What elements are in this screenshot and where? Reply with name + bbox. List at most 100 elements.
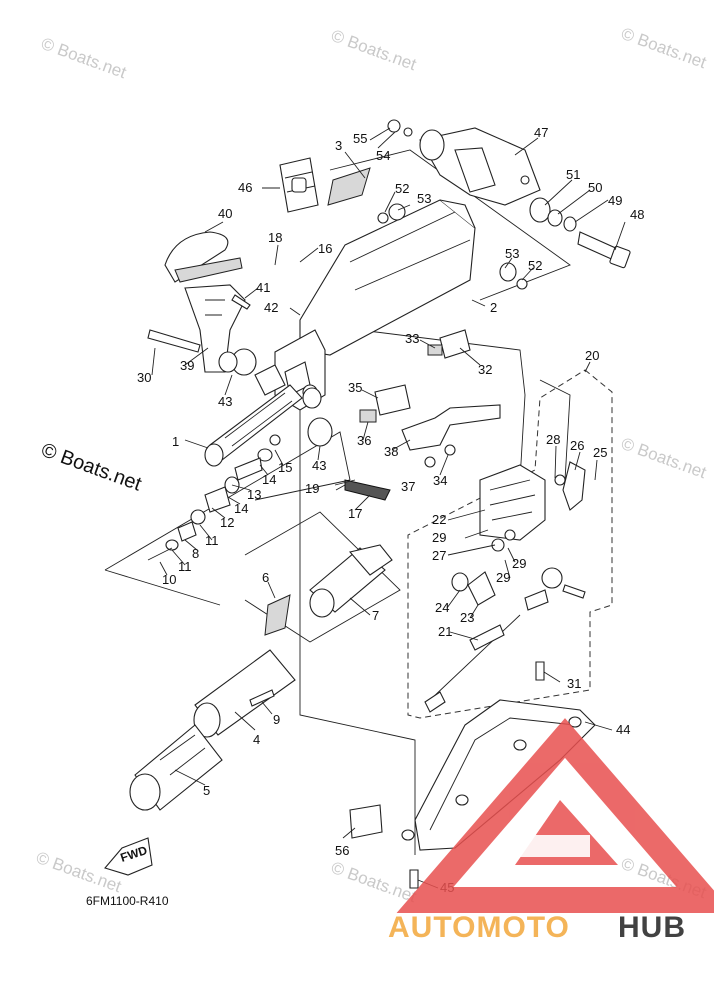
control-assembly — [424, 379, 586, 713]
callout: 51 — [566, 167, 580, 182]
callout: 47 — [534, 125, 548, 140]
label-plate-3 — [327, 167, 371, 206]
callout: 14 — [234, 501, 248, 516]
watermark: © Boats.net — [619, 434, 709, 482]
callout: 31 — [567, 676, 581, 691]
callout: 43 — [312, 458, 326, 473]
leader-lines — [151, 127, 626, 889]
callout: 36 — [357, 433, 371, 448]
bracket-47 — [419, 127, 541, 206]
watermark: © Boats.net — [329, 858, 419, 906]
callout: 30 — [137, 370, 151, 385]
callout: 4 — [253, 732, 260, 747]
copyright-mark: © Boats.net — [38, 439, 144, 496]
callout: 32 — [478, 362, 492, 377]
callout: 46 — [238, 180, 252, 195]
watermark: © Boats.net — [34, 848, 124, 896]
callout: 52 — [395, 181, 409, 196]
callout: 50 — [588, 180, 602, 195]
callout: 11 — [178, 559, 192, 574]
callout: 48 — [630, 207, 644, 222]
callout: 25 — [593, 445, 607, 460]
callout: 42 — [264, 300, 278, 315]
watermark: © Boats.net — [619, 24, 709, 72]
diagram-code: 6FM1100-R410 — [86, 894, 169, 908]
callout: 44 — [616, 722, 630, 737]
callout: 12 — [220, 515, 234, 530]
callout: 24 — [435, 600, 449, 615]
callout: 7 — [372, 608, 379, 623]
callout: 53 — [417, 191, 431, 206]
callout: 41 — [256, 280, 270, 295]
callout: 29 — [432, 530, 446, 545]
callout: 13 — [247, 487, 261, 502]
callout: 54 — [376, 148, 390, 163]
clip-56 — [349, 804, 383, 839]
callout: 9 — [273, 712, 280, 727]
callout: 21 — [438, 624, 452, 639]
callout: 52 — [528, 258, 542, 273]
spring-19 — [334, 479, 356, 486]
callout: 28 — [546, 432, 560, 447]
callout: 1 — [172, 434, 179, 449]
callout: 37 — [401, 479, 415, 494]
callout: 23 — [460, 610, 474, 625]
callout: 17 — [348, 506, 362, 521]
screw-9 — [249, 689, 275, 707]
callout: 15 — [278, 460, 292, 475]
automotohub-logo: AUTOMOTO HUB — [388, 718, 714, 944]
callout: 19 — [305, 481, 319, 496]
callout: 43 — [218, 394, 232, 409]
logo-text-right: HUB — [618, 911, 686, 944]
callout: 29 — [512, 556, 526, 571]
callout: 11 — [205, 533, 219, 548]
callout: 34 — [433, 473, 447, 488]
callout: 20 — [585, 348, 599, 363]
group-lines-left — [104, 431, 351, 606]
bushing-43 — [307, 417, 333, 447]
callout: 6 — [262, 570, 269, 585]
lever-39-40 — [164, 231, 257, 376]
bushing-43b — [302, 387, 322, 409]
assembly-outline-20 — [407, 369, 613, 719]
bracket-parts-32-38 — [359, 329, 501, 468]
callout: 2 — [490, 300, 497, 315]
screw-45 — [409, 869, 419, 889]
watermark: © Boats.net — [39, 34, 129, 82]
shaft-assembly-1 — [204, 364, 303, 467]
callout: 5 — [203, 783, 210, 798]
callout: 56 — [335, 843, 349, 858]
callout: 10 — [162, 572, 176, 587]
callout: 18 — [268, 230, 282, 245]
callout: 35 — [348, 380, 362, 395]
group-lines-bottom — [299, 390, 416, 855]
tiller-arm — [274, 199, 476, 411]
callout: 33 — [405, 331, 419, 346]
screw-41 — [231, 294, 251, 310]
callout: 53 — [505, 246, 519, 261]
hinge-stack — [377, 119, 631, 290]
callout: 14 — [262, 472, 276, 487]
callout: 29 — [496, 570, 510, 585]
watermark: © Boats.net — [329, 26, 419, 74]
callout: 39 — [180, 358, 194, 373]
callout: 49 — [608, 193, 622, 208]
callout: 27 — [432, 548, 446, 563]
screw-31 — [535, 661, 545, 681]
callouts: 1 2 3 4 5 6 7 8 9 10 11 11 12 13 14 14 1… — [137, 125, 644, 895]
callout: 55 — [353, 131, 367, 146]
callout: 40 — [218, 206, 232, 221]
callout: 8 — [192, 546, 199, 561]
pin-17 — [344, 479, 391, 501]
callout: 3 — [335, 138, 342, 153]
callout: 22 — [432, 512, 446, 527]
rubber-cap-46 — [279, 157, 319, 213]
callout: 26 — [570, 438, 584, 453]
group-lines-grip — [244, 511, 401, 643]
callout: 16 — [318, 241, 332, 256]
grips — [129, 544, 393, 811]
bolt-30 — [147, 329, 201, 353]
logo-triangle-icon — [396, 718, 714, 913]
callout: 38 — [384, 444, 398, 459]
